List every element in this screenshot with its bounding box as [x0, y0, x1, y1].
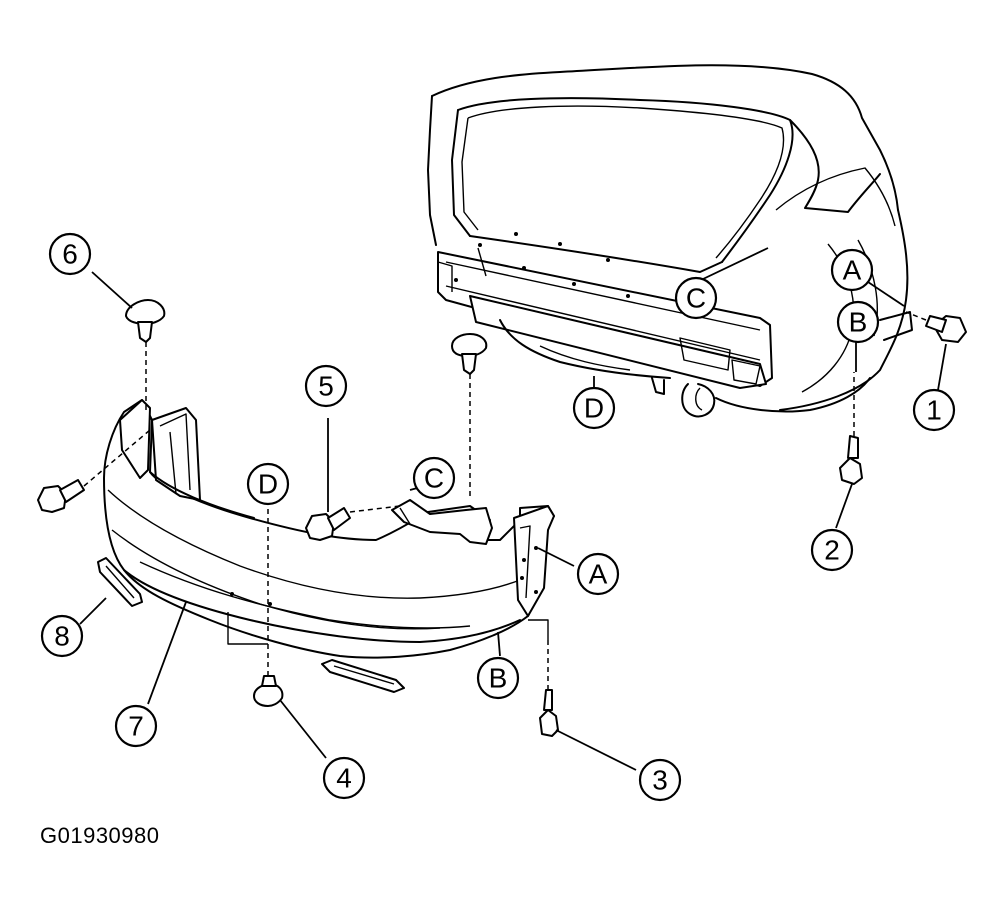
callout-ref-c-body: C: [674, 276, 718, 320]
callout-6: 6: [48, 232, 92, 276]
callout-ref-a-body: A: [830, 248, 874, 292]
callout-4: 4: [322, 756, 366, 800]
bolt-left: [37, 479, 85, 513]
svg-text:7: 7: [128, 711, 144, 742]
svg-text:C: C: [424, 463, 444, 494]
callout-5: 5: [304, 364, 348, 408]
svg-text:B: B: [849, 307, 868, 338]
callout-ref-d-bumper: D: [246, 462, 290, 506]
vehicle-rear-body: [427, 64, 913, 418]
callout-ref-b-body: B: [836, 300, 880, 344]
svg-text:A: A: [589, 559, 608, 590]
callout-2: 2: [810, 528, 854, 572]
callout-7: 7: [114, 704, 158, 748]
callout-ref-d-body: D: [572, 386, 616, 430]
svg-text:D: D: [258, 469, 278, 500]
figure-id: G01930980: [40, 823, 160, 848]
svg-text:3: 3: [652, 765, 668, 796]
svg-text:8: 8: [54, 621, 70, 652]
svg-text:A: A: [843, 255, 862, 286]
reflector-left: [97, 557, 143, 607]
reflector-right: [321, 659, 405, 693]
bolt-1: [925, 315, 967, 343]
clip-4: [253, 675, 284, 707]
svg-text:D: D: [584, 393, 604, 424]
bolt-5: [305, 507, 351, 541]
svg-text:6: 6: [62, 239, 78, 270]
callout-8: 8: [40, 614, 84, 658]
bumper-cover: [103, 399, 555, 659]
svg-text:C: C: [686, 283, 706, 314]
callout-ref-b-bumper: B: [476, 656, 520, 700]
bolt-2: [839, 435, 863, 485]
svg-text:5: 5: [318, 371, 334, 402]
bolt-3: [539, 689, 559, 737]
push-clip-upper: [451, 333, 488, 375]
svg-text:2: 2: [824, 535, 840, 566]
svg-text:B: B: [489, 663, 508, 694]
svg-text:4: 4: [336, 763, 352, 794]
push-clip-6: [125, 299, 166, 343]
callout-3: 3: [638, 758, 682, 802]
callout-ref-a-bumper: A: [576, 552, 620, 596]
callout-ref-c-bumper: C: [412, 456, 456, 500]
callout-1: 1: [912, 388, 956, 432]
svg-text:1: 1: [926, 395, 942, 426]
